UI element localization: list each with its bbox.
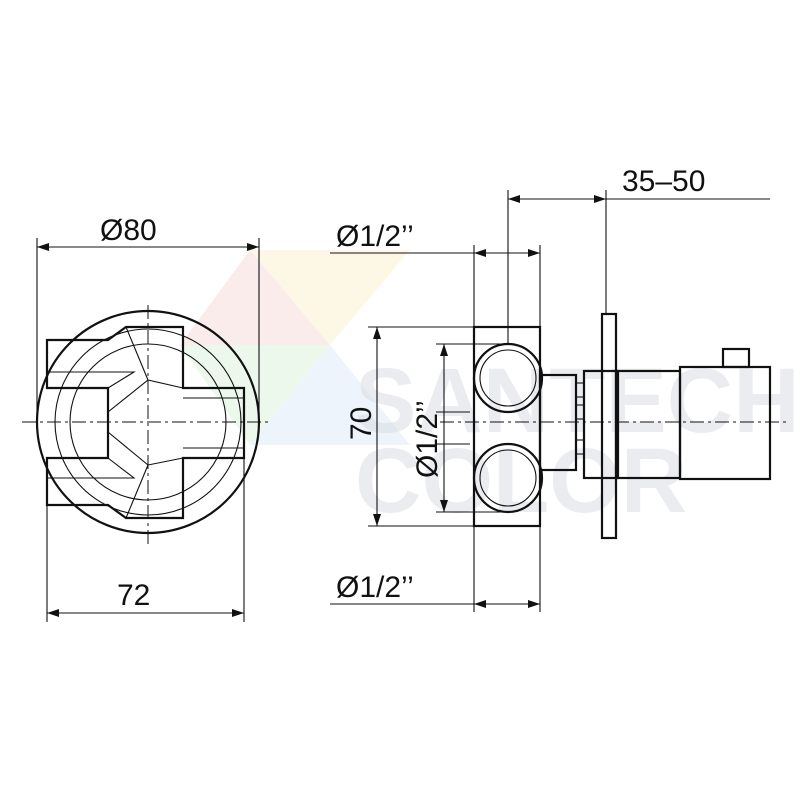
escutcheon-inner-ring xyxy=(54,328,242,516)
cartridge-sleeve xyxy=(582,369,620,480)
handle-facet-8 xyxy=(107,431,149,466)
dim-depth-range-label: 35–50 xyxy=(622,165,705,198)
dim-height-arrow-bottom xyxy=(373,514,381,526)
dim-depth-arrow-left xyxy=(508,195,520,203)
handle-facet-2 xyxy=(47,457,136,479)
dim-top-thread-arrow-left xyxy=(474,249,486,257)
cross-handle xyxy=(45,325,246,520)
handle-facet-5 xyxy=(125,464,149,519)
dim-mid-thread-arrow-bottom xyxy=(440,500,448,512)
handle-facet-1 xyxy=(47,371,136,389)
dim-bottom-thread-arrow-right xyxy=(528,600,540,608)
side-view: 35–50 Ø1/2’’ Ø1/2’’ 70 Ø1/2’’ xyxy=(330,165,790,612)
dim-width-arrow-left xyxy=(47,609,59,617)
handle-facet-4 xyxy=(147,379,184,389)
watermark-text-line2: COLOR xyxy=(355,430,687,532)
dim-diameter-arrow-right xyxy=(247,243,259,251)
dim-depth-arrow-right xyxy=(594,195,606,203)
dim-bottom-thread-arrow-left xyxy=(474,600,486,608)
handle-facet-3 xyxy=(125,326,149,381)
dim-front-width-label: 72 xyxy=(117,579,150,612)
watermark: SANTECH COLOR xyxy=(180,250,800,532)
port-top-inner xyxy=(479,349,537,407)
handle-facet-6 xyxy=(147,457,184,466)
escutcheon-circle xyxy=(35,309,261,535)
front-view: Ø80 72 xyxy=(22,214,270,622)
dim-top-thread-arrow-right xyxy=(528,249,540,257)
port-bottom-inner xyxy=(479,449,537,507)
watermark-triangle-red xyxy=(180,250,330,345)
dim-height-arrow-top xyxy=(373,327,381,339)
escutcheon-inner-ring-2 xyxy=(69,343,227,501)
watermark-triangle-blue xyxy=(250,345,410,445)
dim-side-height-label: 70 xyxy=(345,407,378,440)
handle-facet-7 xyxy=(107,379,149,413)
dim-width-arrow-right xyxy=(232,609,244,617)
dim-front-diameter-label: Ø80 xyxy=(100,214,157,247)
handle-knob xyxy=(721,347,751,369)
dim-mid-thread-arrow-top xyxy=(440,344,448,356)
connector-block xyxy=(538,373,578,472)
watermark-triangle-yellow xyxy=(250,250,410,345)
dim-mid-thread-label: Ø1/2’’ xyxy=(411,400,444,478)
dim-top-thread-label: Ø1/2’’ xyxy=(336,220,414,253)
dim-bottom-thread-label: Ø1/2’’ xyxy=(336,571,414,604)
dim-diameter-arrow-left xyxy=(37,243,49,251)
